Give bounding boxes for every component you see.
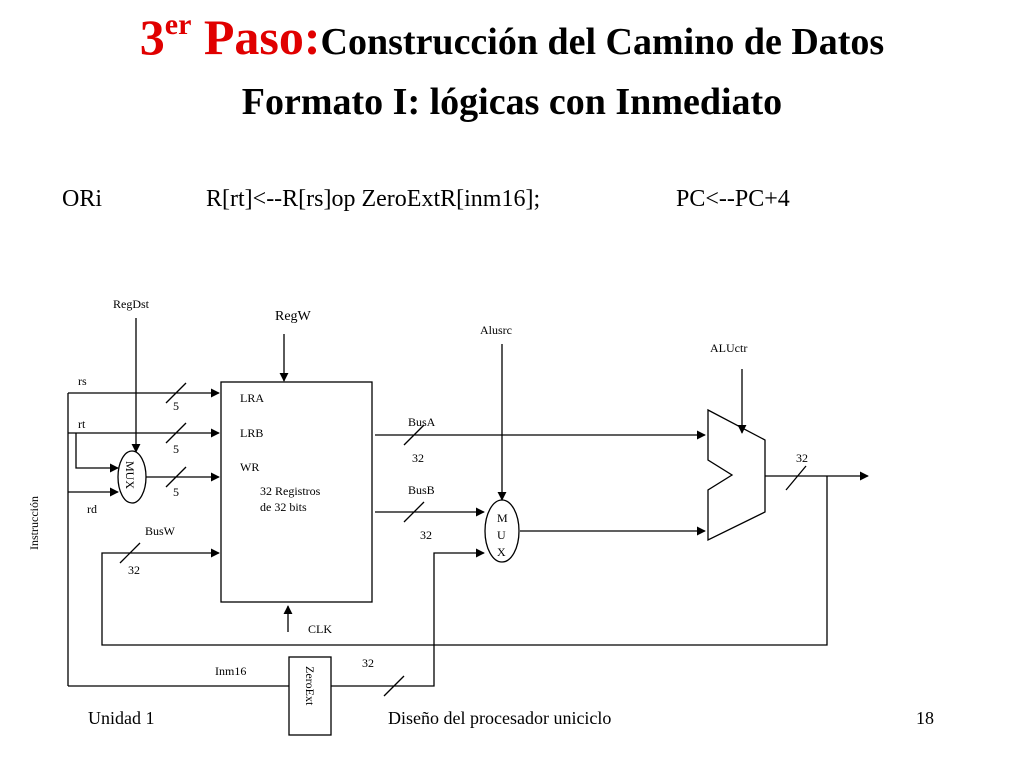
width-label-busw: 32 [128,563,140,577]
width-slash-busw [119,542,141,564]
clk-label: CLK [308,622,332,636]
rd-label: rd [87,502,97,516]
instruction-mnemonic: ORi [62,186,103,212]
wr-label: WR [240,460,259,474]
mux2-letter-x: X [497,545,506,559]
zeroext-label: ZeroExt [303,666,317,706]
busw-label: BusW [145,524,176,538]
slide-title: 3er Paso:Construcción del Camino de Dato… [0,8,1024,66]
width-slash-busb [403,501,425,523]
lra-label: LRA [240,391,264,405]
regfile-label-line1: 32 Registros [260,484,321,498]
footer-title: Diseño del procesador uniciclo [388,708,612,728]
regdst-mux [117,450,147,504]
width-slash-rt [165,422,187,444]
width-slash-busa [403,424,425,446]
rt-label: rt [78,417,86,431]
rt-to-mux-wire [75,433,119,473]
title-step-word: Paso: [203,9,321,65]
width-label-alu: 32 [796,451,808,465]
regw-label: RegW [275,309,312,324]
width-label-busa: 32 [412,451,424,465]
register-file [220,381,373,603]
title-accent: 3er Paso: [139,8,321,65]
width-label-busb: 32 [420,528,432,542]
lrb-label: LRB [240,426,263,440]
alusrc-label: Alusrc [480,323,512,337]
instruction-operation: R[rt]<--R[rs]op ZeroExtR[inm16]; [206,186,541,212]
inm16-label: Inm16 [215,664,246,678]
mux2-letter-m: M [497,511,508,525]
width-slash-rs [165,382,187,404]
width-slash-zext [383,675,405,697]
zeroext-unit [288,656,332,736]
instruccion-label: Instrucción [27,496,41,550]
slide-subtitle: Formato I: lógicas con Inmediato [241,81,783,123]
width-label-zext: 32 [362,656,374,670]
title-main: Construcción del Camino de Datos [320,21,885,63]
footer-unit: Unidad 1 [88,708,155,728]
busw-feedback-wire [101,476,828,646]
rs-label: rs [78,374,87,388]
title-step-number: 3 [139,9,165,65]
width-label-wr: 5 [173,485,179,499]
width-slash-wr [165,466,187,488]
regdst-label: RegDst [113,297,150,311]
busa-label: BusA [408,415,436,429]
width-label-rs: 5 [173,399,179,413]
width-slash-alu [785,465,807,491]
mux1-label: MUX [123,461,137,489]
zeroext-to-mux2-wire [331,548,485,687]
mux2-letter-u: U [497,528,506,542]
alusrc-mux [484,499,520,563]
width-label-rt: 5 [173,442,179,456]
title-step-sup: er [164,8,192,41]
regfile-label-line2: de 32 bits [260,500,307,514]
alu [707,408,766,542]
instruction-pc-update: PC<--PC+4 [676,186,790,212]
aluctr-label: ALUctr [710,341,747,355]
footer-page-number: 18 [916,708,934,728]
busb-label: BusB [408,483,435,497]
